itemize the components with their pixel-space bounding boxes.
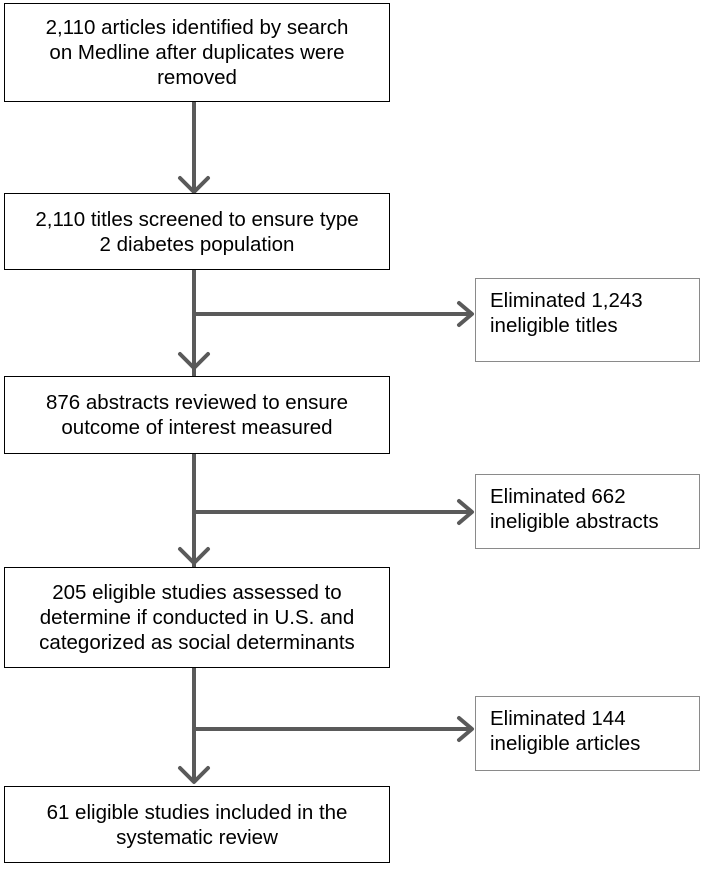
- branch-arrowhead-1: [457, 301, 474, 327]
- branch-arrowhead-3: [457, 716, 474, 742]
- arrowhead-to-step-3: [178, 352, 210, 370]
- step-text-studies-included: 61 eligible studies included in the syst…: [46, 800, 348, 849]
- exclusion-box-articles: Eliminated 144 ineligible articles: [475, 696, 700, 771]
- arrowhead-to-step-2: [178, 176, 210, 194]
- exclusion-box-abstracts: Eliminated 662 ineligible abstracts: [475, 474, 700, 549]
- arrowhead-to-step-5: [178, 766, 210, 784]
- exclusion-text-titles: Eliminated 1,243 ineligible titles: [490, 289, 643, 337]
- step-box-identified: 2,110 articles identified by search on M…: [4, 3, 390, 102]
- exclusion-box-titles: Eliminated 1,243 ineligible titles: [475, 278, 700, 362]
- step-text-studies-assessed: 205 eligible studies assessed to determi…: [39, 581, 355, 654]
- exclusion-text-abstracts: Eliminated 662 ineligible abstracts: [490, 485, 659, 533]
- step-box-studies-included: 61 eligible studies included in the syst…: [4, 786, 390, 863]
- step-box-titles-screened: 2,110 titles screened to ensure type 2 d…: [4, 193, 390, 270]
- exclusion-text-articles: Eliminated 144 ineligible articles: [490, 707, 641, 755]
- step-text-identified: 2,110 articles identified by search on M…: [45, 16, 349, 89]
- step-box-abstracts-reviewed: 876 abstracts reviewed to ensure outcome…: [4, 376, 390, 454]
- arrowhead-to-step-4: [178, 547, 210, 565]
- step-text-abstracts-reviewed: 876 abstracts reviewed to ensure outcome…: [46, 391, 348, 439]
- step-box-studies-assessed: 205 eligible studies assessed to determi…: [4, 567, 390, 668]
- branch-arrowhead-2: [457, 499, 474, 525]
- step-text-titles-screened: 2,110 titles screened to ensure type 2 d…: [35, 207, 359, 256]
